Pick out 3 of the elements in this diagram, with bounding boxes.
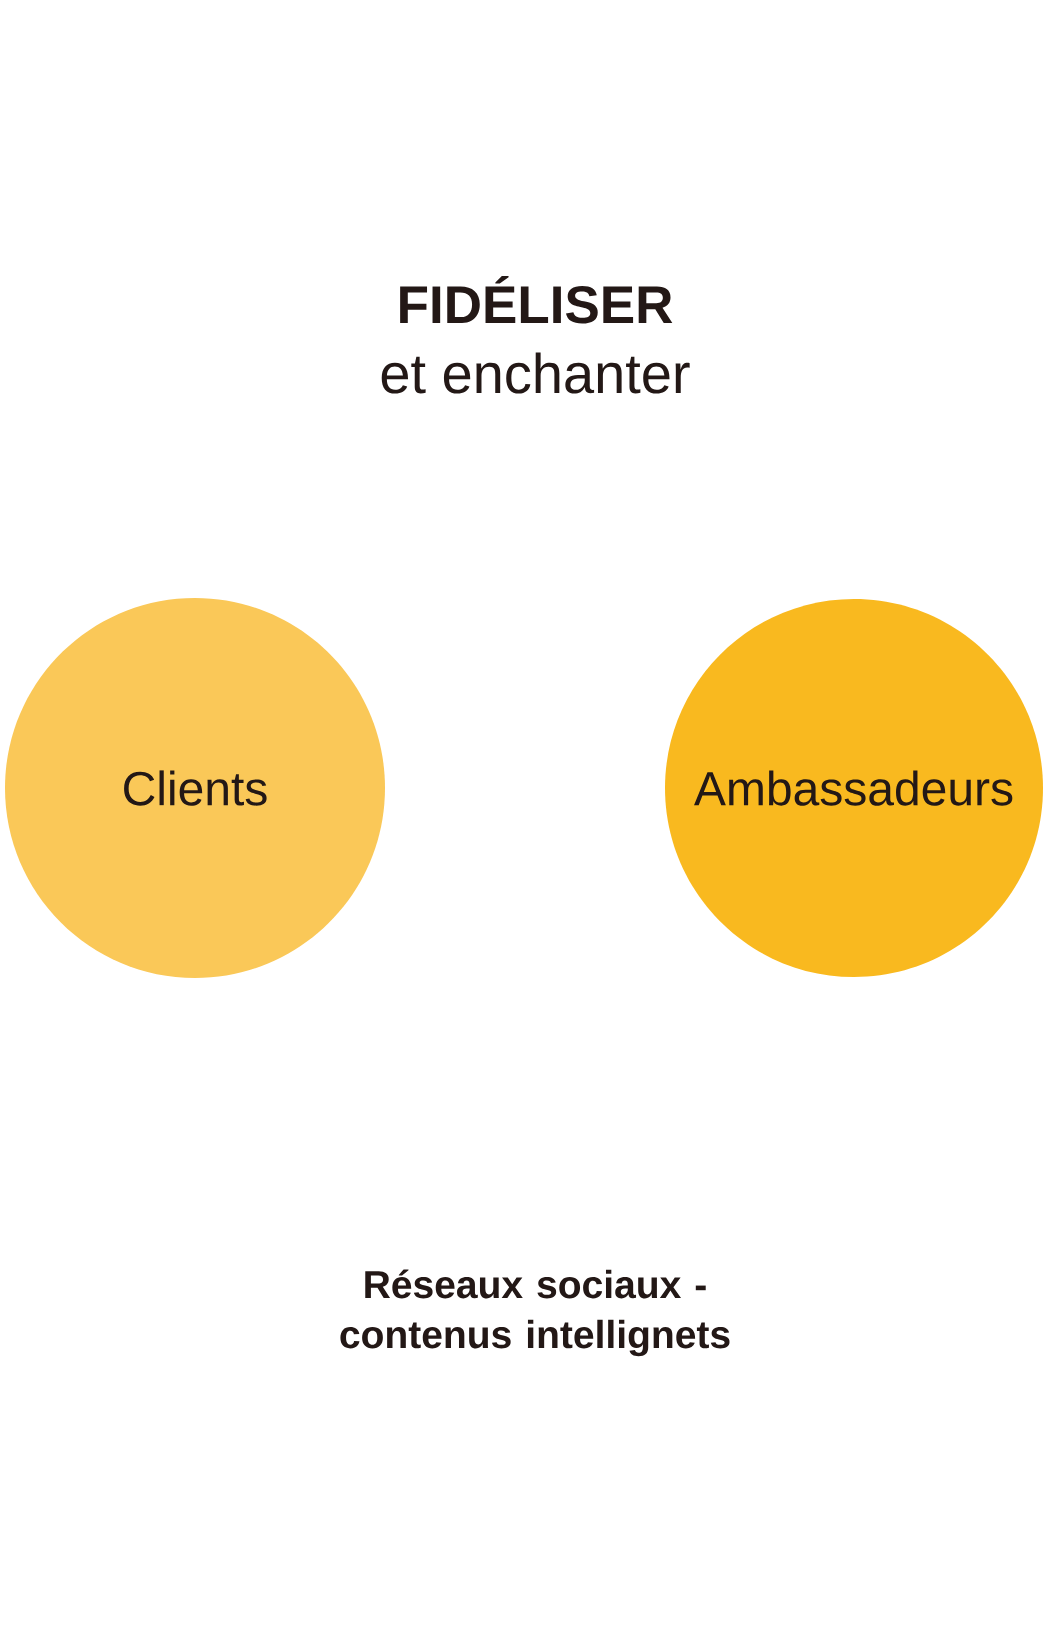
text-label: Réseaux sociaux - contenus intellignets	[340, 1269, 730, 1357]
title: FIDÉLISER	[400, 276, 673, 324]
subtitle: et enchanter	[381, 352, 690, 394]
